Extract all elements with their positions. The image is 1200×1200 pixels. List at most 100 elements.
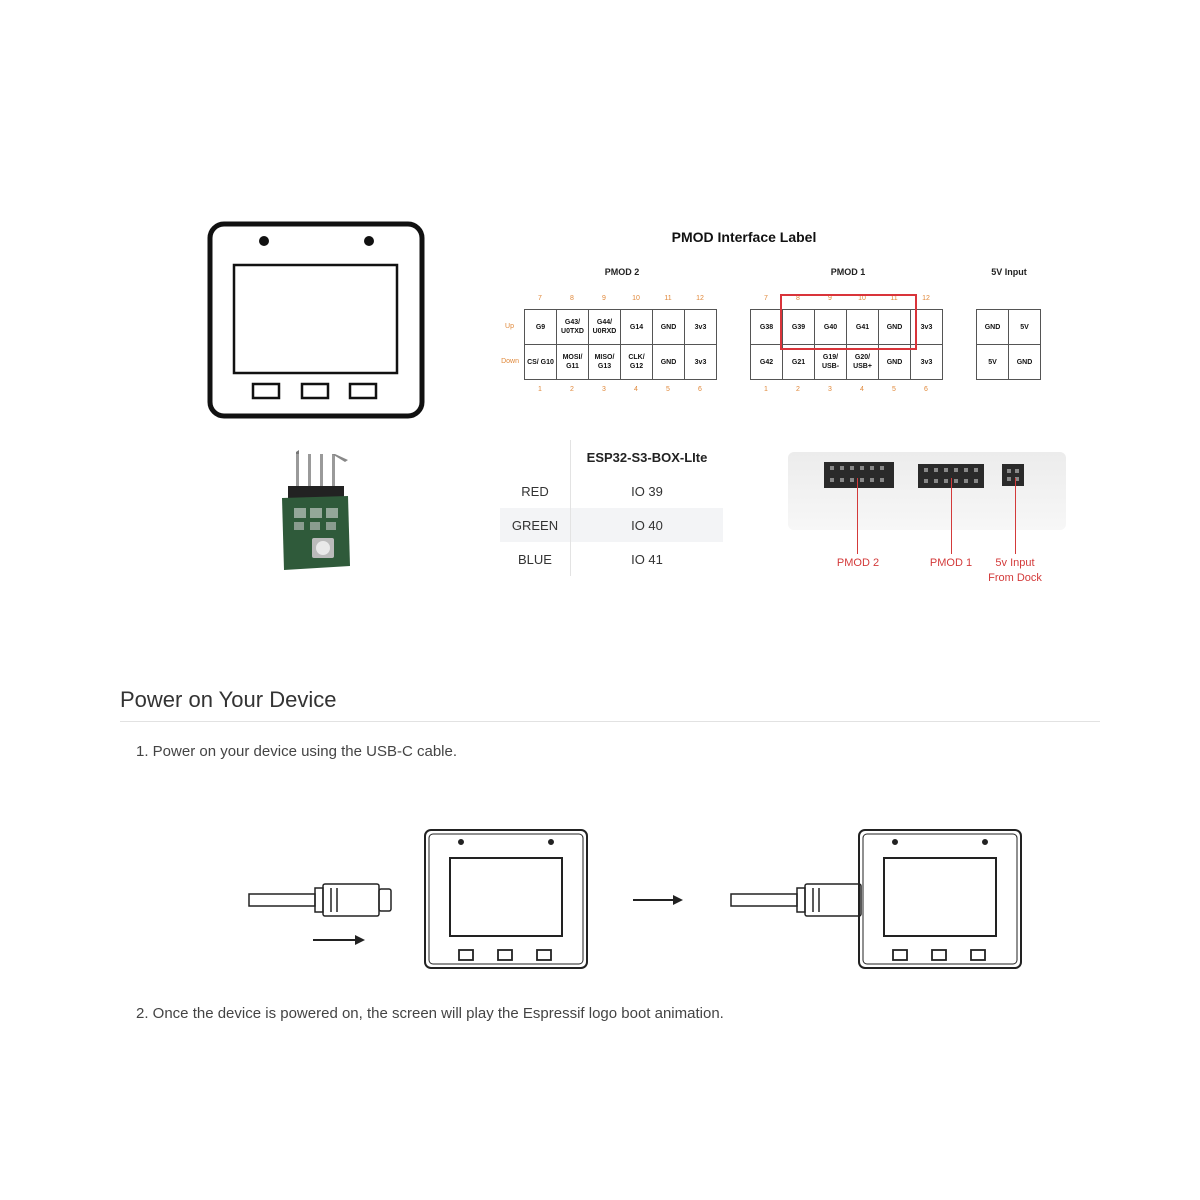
dock-label-5v-input: 5v Input: [995, 557, 1035, 569]
led-color-cell: BLUE: [500, 542, 571, 576]
pin-number: 9: [602, 295, 606, 302]
table-row: BLUE IO 41: [500, 542, 723, 576]
pin-cell: G38: [750, 309, 783, 345]
pin-cell: CLK/ G12: [620, 344, 653, 380]
pmod1-highlight-box: [780, 294, 917, 350]
pin-cell: G40: [814, 309, 847, 345]
pmod1-up-row: G38 G39 G40 G41 GND 3v3: [750, 309, 943, 345]
pin-cell: G43/ U0TXD: [556, 309, 589, 345]
pin-number: 10: [632, 295, 640, 302]
device-off-drawing: [424, 829, 588, 969]
pmod1-down-row: G42 G21 G19/ USB- G20/ USB+ GND 3v3: [750, 344, 943, 380]
5v-input-pin-table: GND 5V 5V GND: [976, 309, 1041, 380]
dock-label-pmod2: PMOD 2: [836, 557, 880, 569]
pin-number: 7: [764, 295, 768, 302]
pmod2-up-row: G9 G43/ U0TXD G44/ U0RXD G14 GND 3v3: [524, 309, 717, 345]
table-row: RED IO 39: [500, 474, 723, 508]
led-io-cell: IO 41: [631, 551, 663, 567]
pin-number: 1: [764, 386, 768, 393]
pin-cell: 5V: [1008, 309, 1041, 345]
table-row: GREEN IO 40: [500, 508, 723, 542]
pin-number: 1: [538, 386, 542, 393]
pin-cell: MISO/ G13: [588, 344, 621, 380]
pin-number: 6: [924, 386, 928, 393]
row-label-down: Down: [501, 358, 519, 365]
pin-number: 4: [860, 386, 864, 393]
pin-cell: GND: [976, 309, 1009, 345]
5v-down-row: 5V GND: [976, 344, 1041, 380]
led-io-cell: IO 40: [570, 508, 723, 542]
pmod2-title: PMOD 2: [604, 267, 640, 277]
pin-cell: G19/ USB-: [814, 344, 847, 380]
pin-number: 12: [696, 295, 704, 302]
section-divider: [120, 721, 1100, 722]
pin-cell: G14: [620, 309, 653, 345]
pmod2-bottom-pin-numbers: 1 2 3 4 5 6: [524, 386, 718, 393]
pin-cell: GND: [878, 344, 911, 380]
pin-number: 10: [858, 295, 866, 302]
pin-number: 2: [796, 386, 800, 393]
led-color-cell: GREEN: [500, 508, 571, 542]
pin-cell: 3v3: [684, 344, 717, 380]
dock-pointer-5v: [1015, 478, 1016, 554]
header-cell: [500, 440, 571, 474]
pin-number: 11: [664, 295, 672, 302]
dock-label-pmod1: PMOD 1: [929, 557, 973, 569]
pin-cell: GND: [652, 344, 685, 380]
pmod1-title: PMOD 1: [830, 267, 866, 277]
dock-label-from-dock: From Dock: [988, 572, 1042, 584]
pin-cell: G42: [750, 344, 783, 380]
pin-cell: G41: [846, 309, 879, 345]
dock-pointer-pmod1: [951, 478, 952, 554]
led-color-cell: RED: [500, 474, 571, 508]
5v-up-row: GND 5V: [976, 309, 1041, 345]
rgb-led-module-image: [282, 450, 350, 570]
pmod-interface-title: PMOD Interface Label: [671, 229, 817, 245]
pmod1-pin-table: G38 G39 G40 G41 GND 3v3 G42 G21 G19/ USB…: [750, 309, 943, 380]
pin-number: 3: [828, 386, 832, 393]
pin-number: 12: [922, 295, 930, 302]
pin-number: 6: [698, 386, 702, 393]
step-2-text: 2. Once the device is powered on, the sc…: [136, 1005, 724, 1022]
pin-number: 3: [602, 386, 606, 393]
pin-cell: CS/ G10: [524, 344, 557, 380]
usb-cable-plugged: [730, 883, 862, 917]
pin-cell: GND: [1008, 344, 1041, 380]
section-title: Power on Your Device: [120, 687, 337, 712]
pin-number: 8: [796, 295, 800, 302]
device-on-drawing: [858, 829, 1022, 969]
pmod2-down-row: CS/ G10 MOSI/ G11 MISO/ G13 CLK/ G12 GND…: [524, 344, 717, 380]
pin-cell: 3v3: [684, 309, 717, 345]
pin-number: 4: [634, 386, 638, 393]
header-cell: ESP32-S3-BOX-LIte: [586, 449, 708, 465]
pin-number: 9: [828, 295, 832, 302]
pin-cell: G21: [782, 344, 815, 380]
pin-number: 5: [892, 386, 896, 393]
led-table-header: ESP32-S3-BOX-LIte: [500, 440, 723, 474]
pin-number: 2: [570, 386, 574, 393]
arrow-right-icon: [313, 935, 365, 945]
dock-pointer-pmod2: [857, 478, 858, 554]
5v-input-title: 5V Input: [991, 267, 1027, 277]
pin-cell: G9: [524, 309, 557, 345]
power-on-illustration: [248, 829, 1022, 969]
step-1-text: 1. Power on your device using the USB-C …: [136, 743, 457, 760]
pmod2-top-pin-numbers: 7 8 9 10 11 12: [524, 295, 718, 302]
pin-cell: GND: [652, 309, 685, 345]
device-outline-illustration: [207, 221, 425, 419]
usb-cable-unplugged: [248, 883, 392, 917]
pin-number: 5: [666, 386, 670, 393]
led-io-cell: IO 39: [631, 483, 663, 499]
pin-cell: G44/ U0RXD: [588, 309, 621, 345]
pin-number: 8: [570, 295, 574, 302]
pmod1-top-pin-numbers: 7 8 9 10 11 12: [750, 295, 944, 302]
pin-number: 7: [538, 295, 542, 302]
pmod1-bottom-pin-numbers: 1 2 3 4 5 6: [750, 386, 944, 393]
pin-cell: 3v3: [910, 344, 943, 380]
pin-number: 11: [890, 295, 898, 302]
arrow-right-icon: [633, 895, 683, 905]
dock-connector-image: [788, 452, 1066, 530]
pin-cell: MOSI/ G11: [556, 344, 589, 380]
pmod2-pin-table: G9 G43/ U0TXD G44/ U0RXD G14 GND 3v3 CS/…: [524, 309, 717, 380]
led-pin-table: ESP32-S3-BOX-LIte RED IO 39 GREEN IO 40 …: [500, 440, 723, 576]
